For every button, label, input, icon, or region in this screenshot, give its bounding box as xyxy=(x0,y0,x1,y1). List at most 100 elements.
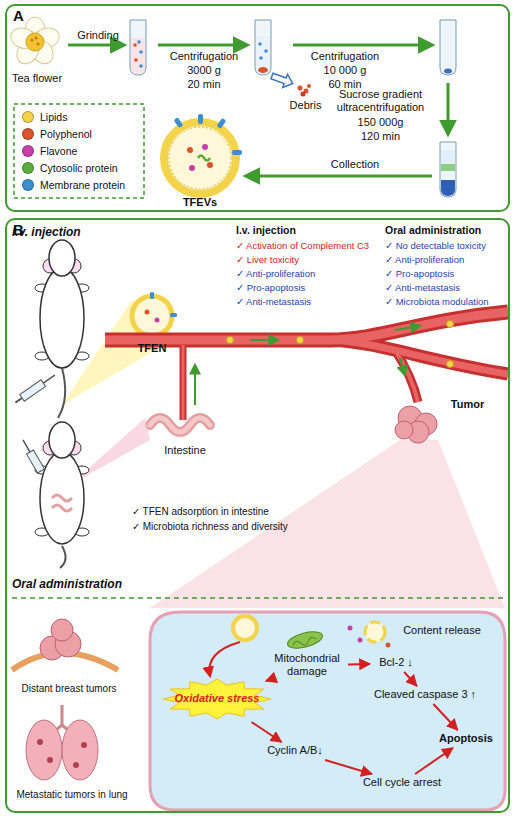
outcome-item: ✓ Liver toxicity xyxy=(236,253,384,266)
vesicle-dot xyxy=(297,337,304,344)
mitochondrion xyxy=(286,629,324,652)
breast-tumor xyxy=(12,619,118,670)
annotation-label: Oral administration xyxy=(385,224,507,237)
vesicle-open xyxy=(365,622,385,642)
legend-row: Lipids xyxy=(22,108,125,125)
pathway-arrow xyxy=(404,672,417,686)
outcome-item: ✓ Anti-proliferation xyxy=(236,267,384,280)
pathway-arrow xyxy=(348,663,370,666)
flow-arrow xyxy=(250,339,278,341)
process-step: Bcl-2 ↓ xyxy=(372,656,420,670)
test-tube xyxy=(440,20,456,75)
pathway-arrow xyxy=(252,722,282,742)
metastasis-dot xyxy=(37,739,43,745)
node-text: Oxidative stress xyxy=(162,678,272,705)
flavone xyxy=(189,165,195,171)
legend-text: Membrane protein xyxy=(40,179,125,191)
annotation-label: Sucrose gradient ultracentrifugation xyxy=(318,88,443,114)
pathway-arrow xyxy=(209,642,240,676)
polyphenol xyxy=(187,147,193,153)
node-text: Cleaved caspase 3 ↑ xyxy=(368,688,482,701)
legend-swatch xyxy=(22,179,34,191)
vessel-lumen xyxy=(105,312,508,340)
particle xyxy=(259,56,263,60)
debris-dot xyxy=(298,86,303,91)
legend-row: Cytosolic protein xyxy=(22,159,125,176)
node-text: Bcl-2 ↓ xyxy=(372,656,420,669)
tube-content xyxy=(131,38,145,74)
process-step: Cell cycle arrest xyxy=(352,776,452,790)
outcome-item: ✓ Pro-apoptosis xyxy=(236,281,384,294)
tube-glass xyxy=(440,142,456,197)
syringe-needle xyxy=(23,440,30,452)
particle xyxy=(139,50,143,54)
outcome-item: ✓ Anti-metastasis xyxy=(236,295,384,308)
legend-text: Lipids xyxy=(40,111,67,123)
annotation-label: 150 000g xyxy=(318,116,443,129)
legend-row: Membrane protein xyxy=(22,176,125,193)
flavone xyxy=(155,318,160,323)
annotation-label: 120 min xyxy=(318,130,443,143)
outcome-item: ✓ Microbiota modulation xyxy=(385,295,507,308)
vessel-wall xyxy=(105,312,508,340)
annotation-label: Collection xyxy=(300,158,410,171)
membrane-protein xyxy=(173,117,183,128)
vessel-wall xyxy=(330,340,508,374)
tumor-cell xyxy=(150,612,505,810)
gradient-band xyxy=(441,164,455,171)
process-arrow xyxy=(246,175,432,178)
particle xyxy=(133,43,137,47)
particle xyxy=(258,42,262,46)
process-arrow xyxy=(447,83,450,134)
polyphenol xyxy=(207,162,213,168)
node-text: Cyclin A/B↓ xyxy=(255,744,335,757)
outcome-item: ✓ Activation of Complement C3 xyxy=(236,239,384,252)
tumor xyxy=(395,406,437,443)
test-tube xyxy=(440,142,456,197)
legend-row: Polyphenol xyxy=(22,125,125,142)
blood-vessel xyxy=(105,312,508,420)
pathway-arrow xyxy=(325,760,372,774)
annotation-label: Centrifugation xyxy=(158,50,250,63)
debris-dot xyxy=(307,84,311,88)
flavone xyxy=(202,144,208,150)
mouse xyxy=(35,240,89,418)
bilayer-line xyxy=(169,127,231,189)
syringe xyxy=(13,372,57,406)
annotation-label: Tumor xyxy=(440,398,495,411)
node-text: Cell cycle arrest xyxy=(352,776,452,789)
cytosolic-protein xyxy=(198,156,210,161)
membrane-protein xyxy=(198,114,203,124)
debris xyxy=(298,84,312,97)
membrane-protein xyxy=(216,118,226,129)
process-step: Mitochondrial damage xyxy=(268,652,346,680)
lipid-bilayer xyxy=(132,296,172,336)
annotation-label: Oral administration xyxy=(12,578,152,591)
pellet xyxy=(444,69,452,74)
mitochondrion-crista xyxy=(292,636,317,648)
process-step: Cyclin A/B↓ xyxy=(255,744,335,758)
lung xyxy=(26,705,98,780)
stamen-dot xyxy=(37,43,40,46)
vesicle xyxy=(164,114,242,194)
image-caption: TFEVs xyxy=(170,196,230,210)
mouse-tail xyxy=(60,546,66,568)
annotation-label: I.v. injection xyxy=(12,226,132,239)
annotation-label: I.v. injection xyxy=(236,224,381,237)
outcome-item: ✓ Anti-proliferation xyxy=(385,253,507,266)
node-text: Debris xyxy=(283,99,328,112)
pathway-arrow xyxy=(415,748,453,774)
process-step: Content release xyxy=(392,624,492,638)
mouse-head xyxy=(49,422,75,458)
vessel-lumen xyxy=(182,345,185,420)
mouse-head xyxy=(49,240,75,276)
debris-dot xyxy=(301,92,306,97)
membrane-protein xyxy=(232,150,242,155)
particle xyxy=(137,40,141,44)
syringe-needle xyxy=(43,375,54,383)
particle xyxy=(264,49,268,53)
vesicle xyxy=(233,616,257,640)
annotation-label: Centrifugation xyxy=(295,50,395,63)
vessel-lumen xyxy=(395,350,418,402)
